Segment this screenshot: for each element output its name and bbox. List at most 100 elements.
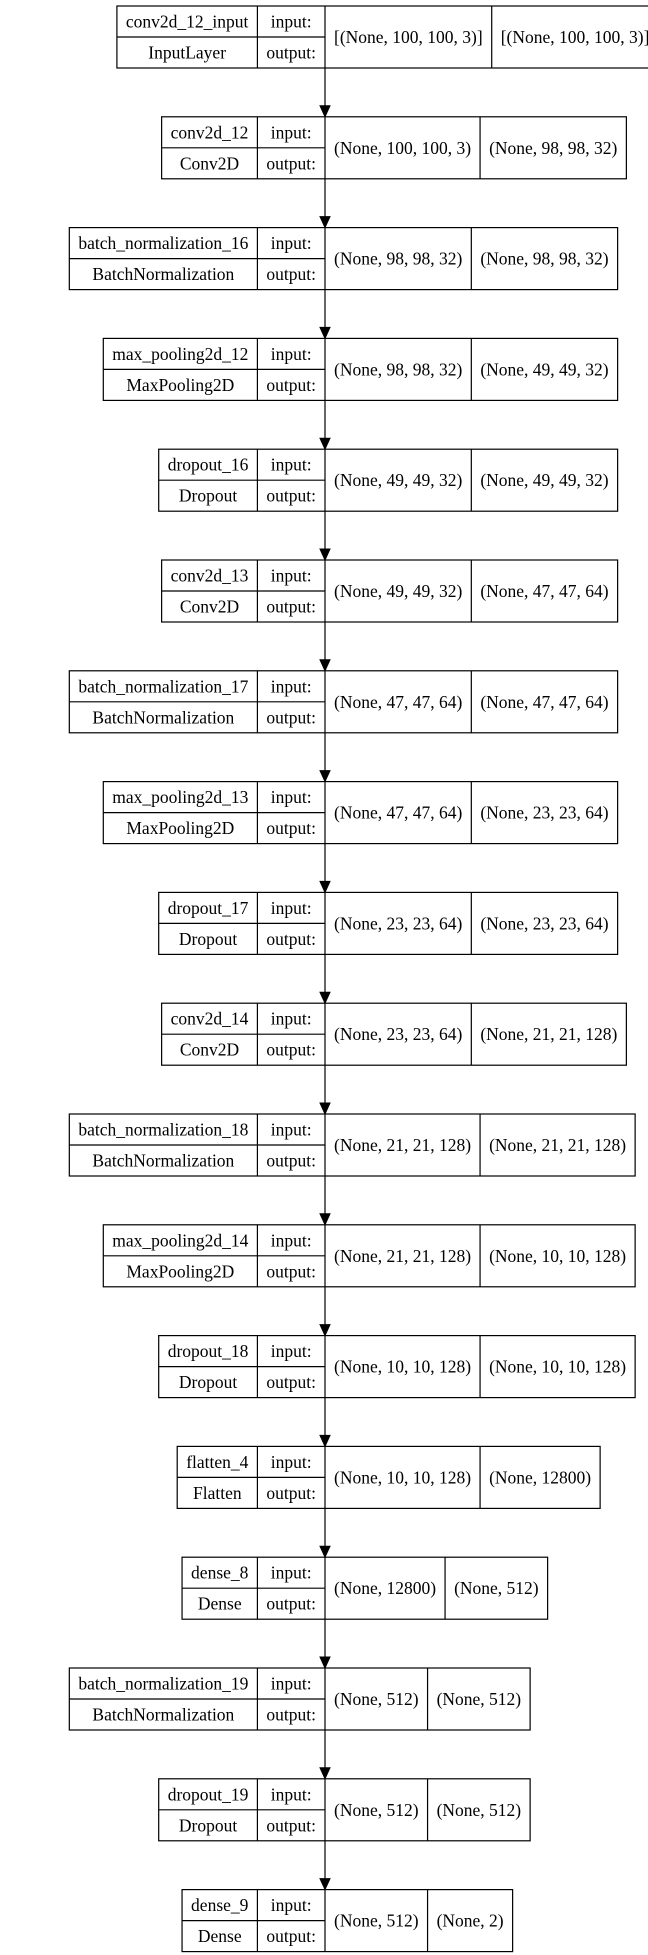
layer-name: dense_8 — [191, 1563, 249, 1583]
input-label: input: — [271, 455, 312, 475]
input-shape: (None, 21, 21, 128) — [334, 1135, 471, 1155]
output-label: output: — [266, 597, 316, 617]
input-label: input: — [271, 1120, 312, 1140]
layer-name: batch_normalization_19 — [78, 1674, 248, 1694]
output-label: output: — [266, 1151, 316, 1171]
layer-name: dense_9 — [191, 1895, 249, 1915]
layer-name: batch_normalization_18 — [78, 1120, 248, 1140]
layer-type: Dropout — [179, 1372, 237, 1392]
output-label: output: — [266, 1372, 316, 1392]
output-shape: (None, 512) — [437, 1800, 522, 1820]
output-label: output: — [266, 1040, 316, 1060]
output-shape: (None, 47, 47, 64) — [480, 581, 608, 601]
arrow-head — [319, 1656, 331, 1670]
output-label: output: — [266, 375, 316, 395]
input-shape: (None, 23, 23, 64) — [334, 1024, 462, 1044]
output-shape: (None, 2) — [437, 1911, 504, 1931]
layer-type: Conv2D — [180, 1040, 239, 1060]
output-label: output: — [266, 818, 316, 838]
input-label: input: — [271, 1563, 312, 1583]
layer-type: Conv2D — [180, 597, 239, 617]
input-label: input: — [271, 1230, 312, 1250]
layer-type: Dense — [198, 1926, 242, 1946]
input-label: input: — [271, 122, 312, 142]
output-shape: (None, 98, 98, 32) — [480, 249, 608, 269]
input-shape: (None, 100, 100, 3) — [334, 138, 471, 158]
output-shape: (None, 512) — [437, 1689, 522, 1709]
input-shape: (None, 98, 98, 32) — [334, 359, 462, 379]
arrow-head — [319, 1102, 331, 1116]
layer-name: dropout_16 — [168, 455, 249, 475]
output-shape: (None, 23, 23, 64) — [480, 803, 608, 823]
connector-arrow — [319, 1619, 331, 1670]
input-shape: (None, 47, 47, 64) — [334, 692, 462, 712]
layer-name: batch_normalization_17 — [78, 676, 248, 696]
layer-node: max_pooling2d_12MaxPooling2Dinput:output… — [102, 337, 619, 401]
input-label: input: — [271, 12, 312, 32]
connector-arrow — [319, 732, 331, 783]
output-label: output: — [266, 707, 316, 727]
input-shape: (None, 47, 47, 64) — [334, 803, 462, 823]
output-label: output: — [266, 1815, 316, 1835]
output-shape: (None, 12800) — [489, 1467, 591, 1487]
input-label: input: — [271, 566, 312, 586]
output-label: output: — [266, 264, 316, 284]
layer-name: batch_normalization_16 — [78, 233, 248, 253]
layer-name: flatten_4 — [186, 1452, 248, 1472]
input-shape: (None, 512) — [334, 1911, 419, 1931]
input-label: input: — [271, 1784, 312, 1804]
layer-type: Dense — [198, 1594, 242, 1614]
input-label: input: — [271, 1341, 312, 1361]
output-shape: (None, 10, 10, 128) — [489, 1357, 626, 1377]
input-shape: (None, 512) — [334, 1800, 419, 1820]
output-label: output: — [266, 1483, 316, 1503]
input-shape: (None, 49, 49, 32) — [334, 581, 462, 601]
arrow-head — [319, 1767, 331, 1781]
connector-arrow — [319, 1065, 331, 1116]
layer-node: max_pooling2d_13MaxPooling2Dinput:output… — [102, 780, 619, 845]
layer-type: InputLayer — [148, 43, 226, 63]
input-shape: (None, 49, 49, 32) — [334, 470, 462, 490]
layer-name: dropout_17 — [168, 898, 249, 918]
output-shape: (None, 512) — [454, 1578, 539, 1598]
connector-arrow — [319, 400, 331, 451]
arrow-head — [319, 437, 331, 451]
input-label: input: — [271, 233, 312, 253]
layer-type: Dropout — [179, 486, 237, 506]
layer-name: conv2d_12_input — [126, 12, 249, 32]
input-shape: (None, 21, 21, 128) — [334, 1246, 471, 1266]
connector-arrow — [319, 68, 331, 119]
output-shape: (None, 49, 49, 32) — [480, 359, 608, 379]
input-label: input: — [271, 787, 312, 807]
output-shape: (None, 47, 47, 64) — [480, 692, 608, 712]
output-shape: (None, 49, 49, 32) — [480, 470, 608, 490]
connector-arrow — [319, 1730, 331, 1781]
input-shape: (None, 512) — [334, 1689, 419, 1709]
output-label: output: — [266, 929, 316, 949]
connector-arrow — [319, 843, 331, 894]
connector-arrow — [319, 1840, 331, 1891]
connector-arrow — [319, 622, 331, 673]
layer-name: dropout_19 — [168, 1784, 249, 1804]
arrow-head — [319, 216, 331, 229]
connector-arrow — [319, 178, 331, 229]
arrow-head — [319, 105, 331, 119]
output-label: output: — [266, 153, 316, 173]
layer-node: conv2d_12_inputInputLayerinput:output:[(… — [116, 5, 648, 69]
layer-name: conv2d_14 — [171, 1009, 249, 1029]
layer-type: Dropout — [179, 1815, 237, 1835]
layer-node: batch_normalization_19BatchNormalization… — [68, 1667, 531, 1731]
layer-type: Conv2D — [180, 153, 239, 173]
connector-arrow — [319, 289, 331, 340]
input-shape: (None, 12800) — [334, 1578, 436, 1598]
output-label: output: — [266, 1926, 316, 1946]
output-label: output: — [266, 1261, 316, 1281]
